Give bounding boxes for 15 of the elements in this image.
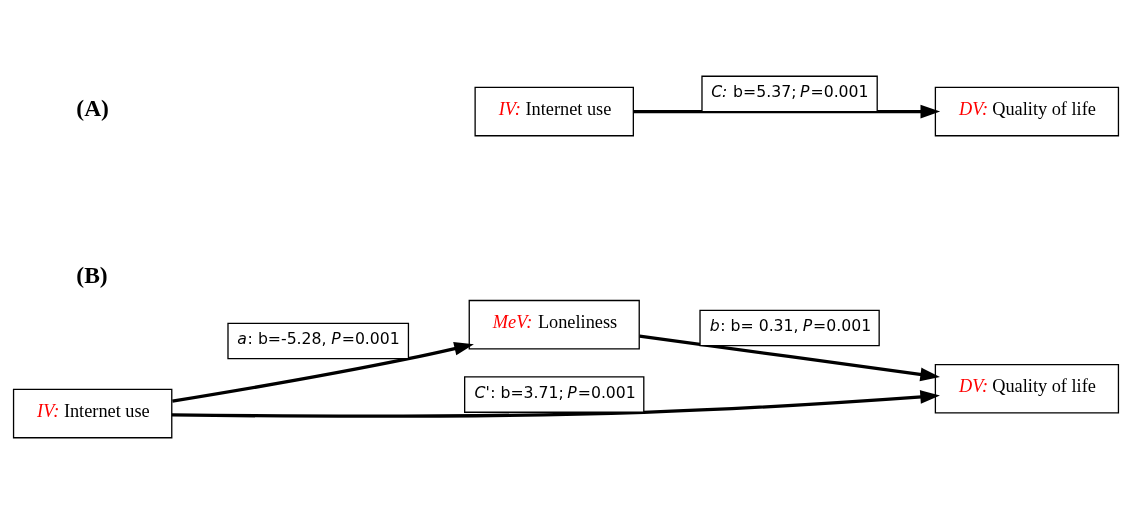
node-box: MeV: Loneliness [468, 299, 640, 350]
node-box: IV: Internet use [474, 86, 634, 137]
arrow [633, 104, 941, 119]
edge-label: a: b=-5.28, P=0.001 [237, 329, 400, 349]
edge-label: C': b=3.71; P=0.001 [474, 383, 636, 403]
arrow [639, 334, 940, 382]
label: (B) [76, 262, 108, 289]
node-box: DV: Quality of life [934, 86, 1120, 137]
edge-label: b: b= 0.31, P=0.001 [709, 316, 872, 336]
node-box: DV: Quality of life [934, 363, 1120, 414]
arrow [172, 341, 474, 403]
node-box: IV: Internet use [12, 388, 173, 439]
edge-label: C: b=5.37; P=0.001 [711, 82, 869, 102]
arrow [171, 390, 940, 418]
label: (A) [76, 94, 109, 121]
